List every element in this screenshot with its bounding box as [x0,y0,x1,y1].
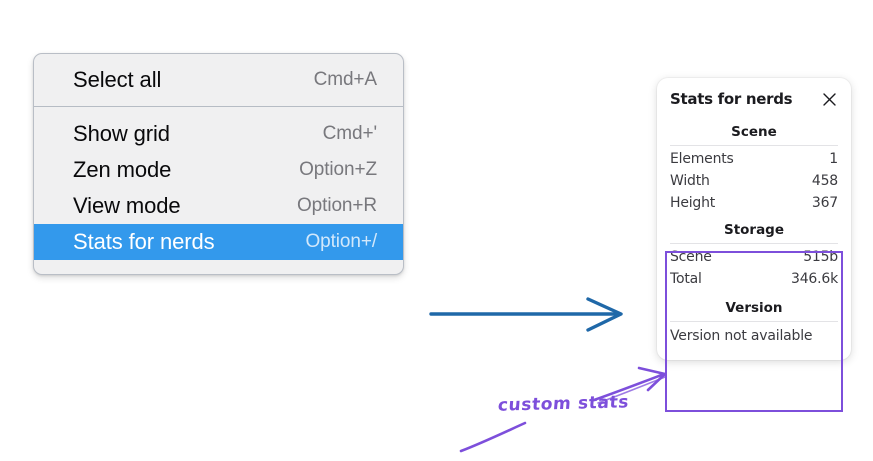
menu-item-shortcut: Cmd+' [322,123,377,144]
stats-section-version: Version Version not available [670,298,838,346]
menu-group-gap [34,107,403,116]
context-menu[interactable]: Select all Cmd+A Show grid Cmd+' Zen mod… [33,53,404,275]
stat-value: 367 [811,195,838,211]
flow-arrow-icon [429,297,623,332]
section-heading: Version [725,300,783,316]
menu-item-label: View mode [73,193,181,218]
section-divider [670,145,838,146]
menu-item-show-grid[interactable]: Show grid Cmd+' [34,116,403,152]
custom-stats-handwritten-label: custom stats [497,392,630,416]
stat-row: Scene 515b [670,246,838,268]
stat-value: 515b [803,249,838,265]
stat-row: Height 367 [670,192,838,214]
menu-item-shortcut: Cmd+A [313,69,377,90]
menu-item-label: Show grid [73,121,170,146]
stat-key: Scene [670,249,712,265]
menu-item-stats-for-nerds[interactable]: Stats for nerds Option+/ [34,224,403,260]
menu-item-label: Zen mode [73,157,172,182]
stats-for-nerds-panel: Stats for nerds Scene Elements 1 Width 4… [657,78,851,360]
menu-item-label: Select all [73,67,162,92]
menu-item-shortcut: Option+Z [299,159,377,180]
stat-key: Elements [670,151,734,167]
stat-row: Width 458 [670,170,838,192]
menu-separator [34,106,403,107]
menu-item-select-all[interactable]: Select all Cmd+A [34,62,403,98]
stat-value: 458 [811,173,838,189]
menu-bottom-padding [34,260,403,274]
stat-key: Height [670,195,716,211]
menu-item-shortcut: Option+/ [305,231,377,252]
panel-title: Stats for nerds [670,90,793,108]
stat-key: Total [670,271,702,287]
section-heading: Scene [731,124,777,140]
menu-group-2: Show grid Cmd+' Zen mode Option+Z View m… [34,116,403,260]
close-icon[interactable] [821,91,838,108]
menu-item-label: Stats for nerds [73,229,215,254]
section-divider [670,243,838,244]
stats-section-scene: Scene Elements 1 Width 458 Height 367 [670,122,838,214]
menu-item-zen-mode[interactable]: Zen mode Option+Z [34,152,403,188]
stat-value: 346.6k [791,271,838,287]
section-heading: Storage [723,222,785,238]
panel-header: Stats for nerds [670,90,838,108]
custom-stats-underline-stroke [459,421,527,453]
stat-key: Width [670,173,710,189]
stat-value: 1 [829,151,838,167]
stats-section-storage: Storage Scene 515b Total 346.6k [670,220,838,290]
menu-item-shortcut: Option+R [297,195,377,216]
stat-row: Elements 1 [670,148,838,170]
menu-item-view-mode[interactable]: View mode Option+R [34,188,403,224]
version-value: Version not available [670,328,813,344]
menu-top-padding [34,54,403,62]
section-divider [670,321,838,322]
stat-row: Total 346.6k [670,268,838,290]
menu-group-1: Select all Cmd+A [34,62,403,98]
